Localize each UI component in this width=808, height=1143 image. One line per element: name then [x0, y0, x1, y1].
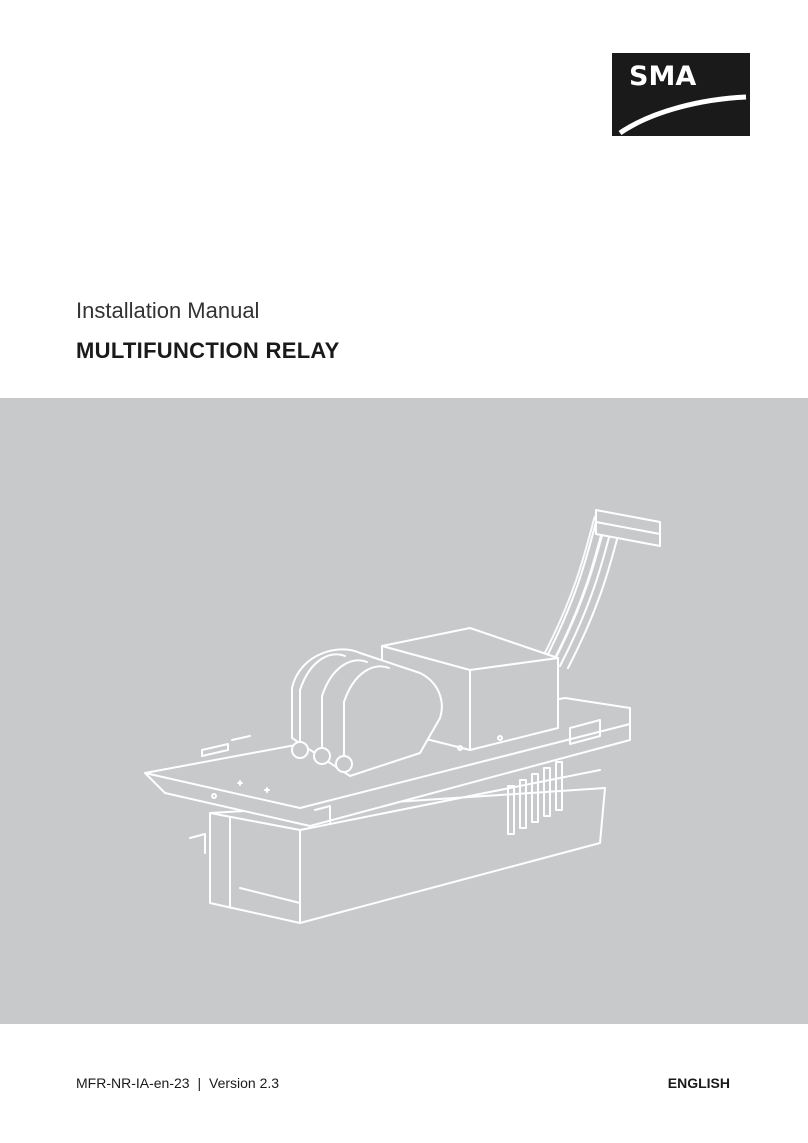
footer-separator: |: [197, 1075, 202, 1091]
document-type: Installation Manual: [76, 298, 260, 323]
logo-text: SMA: [629, 61, 697, 92]
product-illustration: [0, 398, 808, 1024]
document-version: Version 2.3: [209, 1075, 280, 1091]
document-code: MFR-NR-IA-en-23: [76, 1075, 190, 1091]
footer-document-info: MFR-NR-IA-en-23 | Version 2.3: [76, 1075, 279, 1091]
document-title: MULTIFUNCTION RELAY: [76, 338, 340, 363]
sma-logo: SMA: [612, 53, 750, 136]
document-language: ENGLISH: [667, 1075, 730, 1091]
multifunction-relay-device-illustration: [144, 509, 661, 924]
sma-logo-mark: [612, 53, 750, 136]
